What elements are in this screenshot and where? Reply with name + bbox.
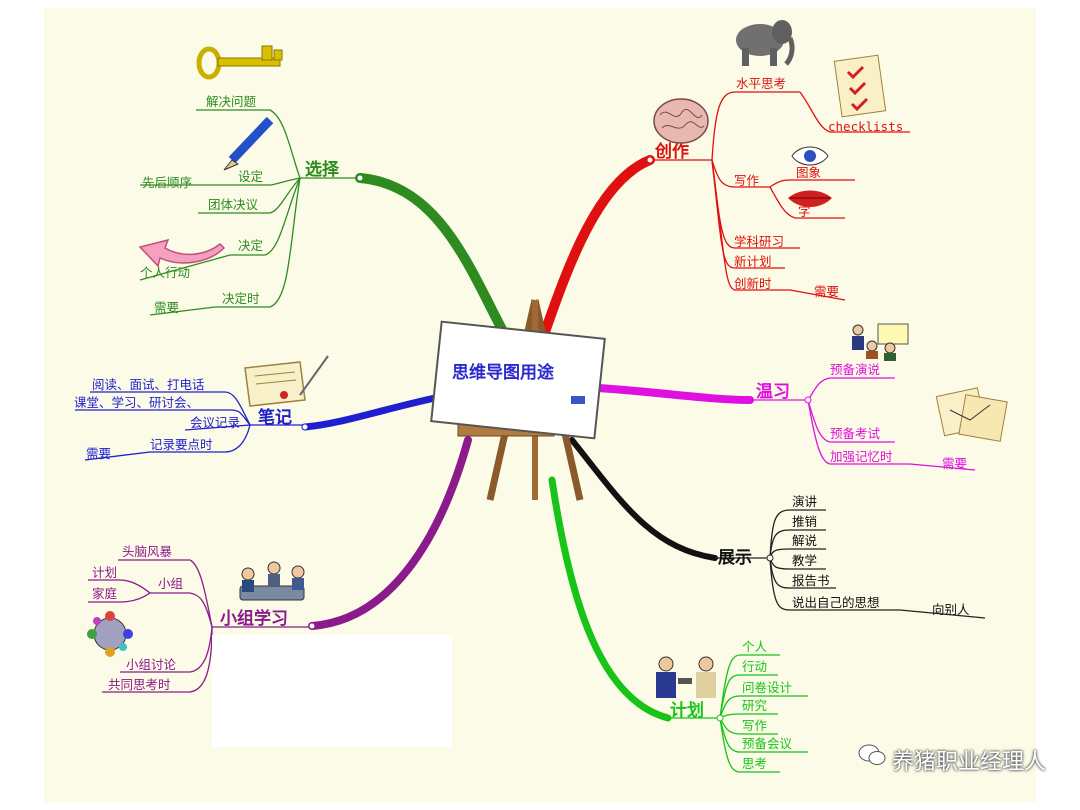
branch-label-biji: 笔记 [258, 407, 292, 428]
map-papers-icon [935, 387, 1008, 442]
presentation-audience-icon [852, 323, 909, 361]
elephant-icon [736, 20, 795, 66]
node-xuyao-chuangzuo: 需要 [814, 284, 839, 299]
node-tuixiao: 推销 [792, 514, 817, 529]
node-checklists: checklists [828, 119, 903, 134]
node-ketang: 课堂、学习、研讨会、 [74, 395, 199, 410]
watermark-text: 养猪职业经理人 [891, 750, 1046, 775]
node-zi: 字 [798, 204, 811, 219]
node-xinjihua: 新计划 [734, 254, 772, 269]
branch-curve-biji [301, 394, 439, 431]
node-jiaoxue: 教学 [792, 553, 817, 568]
node-jueding: 决定 [238, 238, 263, 253]
watermark: 养猪职业经理人 [858, 744, 1046, 776]
node-yubeihuiyi: 预备会议 [742, 736, 793, 751]
node-xiangbieren: 向别人 [932, 602, 970, 617]
node-xiaozutaolun: 小组讨论 [126, 657, 177, 672]
node-baogaoshu: 报告书 [792, 573, 830, 588]
node-xuyao-biji: 需要 [86, 446, 111, 461]
node-xiezuo-jihua: 写作 [742, 718, 768, 733]
node-chuangxinshi: 创新时 [734, 276, 772, 291]
round-table-icon [87, 611, 133, 657]
branch-curve-chuangzuo [540, 155, 655, 337]
scroll-quill-icon [244, 355, 329, 407]
branch-label-xiaozu: 小组学习 [220, 608, 288, 629]
mindmap-canvas: 思维导图用途 选择 解决问题 设定 先后顺序 团体决议 决定 个人行动 决定时 … [44, 8, 1036, 802]
node-xuyao-wenxi: 需要 [942, 456, 967, 471]
meeting-group-icon [239, 561, 305, 601]
node-tuantijueyi: 团体决议 [208, 197, 259, 212]
node-xiaozu: 小组 [158, 576, 183, 591]
node-shuochuziji: 说出自己的思想 [792, 595, 880, 610]
easel-badge-icon [571, 396, 585, 404]
wechat-icon [858, 744, 886, 774]
node-jiating: 家庭 [92, 586, 118, 601]
center-title: 思维导图用途 [452, 362, 555, 383]
branch-curve-wenxi [594, 384, 754, 404]
node-yuedu: 阅读、面试、打电话 [92, 377, 205, 392]
branch-curve-jihua [548, 476, 672, 722]
node-xianhoushunxu: 先后顺序 [142, 175, 192, 190]
checklist-icon [833, 54, 887, 118]
node-sikao: 思考 [742, 756, 767, 771]
node-xuekeyanxi: 学科研习 [734, 234, 784, 249]
node-gongtongsikaoshi: 共同思考时 [108, 677, 171, 692]
two-people-talking-icon [656, 656, 716, 698]
curved-arrow-icon [138, 238, 226, 268]
node-shuipingsikao: 水平思考 [736, 76, 786, 91]
node-jiluyaodianshi: 记录要点时 [150, 437, 213, 452]
node-gerenxingdong: 个人行动 [140, 265, 190, 280]
mindmap-diagram: 思维导图用途 选择 解决问题 设定 先后顺序 团体决议 决定 个人行动 决定时 … [74, 20, 1008, 773]
node-yanjiang: 演讲 [792, 494, 817, 509]
brain-icon [653, 98, 709, 144]
node-yanjiu: 研究 [742, 698, 768, 713]
node-huiyijilu: 会议记录 [190, 415, 240, 430]
node-xingdong: 行动 [742, 659, 767, 674]
branch-curve-zhanshi [569, 437, 718, 561]
eye-icon [791, 146, 829, 166]
node-jiejuewenti: 解决问题 [206, 94, 257, 109]
pencil-icon [223, 116, 274, 171]
node-geren: 个人 [742, 639, 768, 654]
branch-label-wenxi: 温习 [756, 382, 790, 402]
node-jihua-xiaozu: 计划 [92, 565, 117, 580]
node-jiaqiangjiyishi: 加强记忆时 [830, 449, 893, 464]
branch-curve-xuanze [355, 173, 510, 340]
lips-icon [788, 190, 832, 207]
branch-label-chuangzuo: 创作 [654, 141, 689, 162]
node-juedingshi: 决定时 [222, 291, 260, 306]
node-tounaofengbao: 头脑风暴 [122, 544, 173, 559]
node-wenjuansheji: 问卷设计 [742, 680, 792, 695]
blank-patch [212, 635, 452, 747]
node-yubeiyanshuo: 预备演说 [830, 362, 880, 377]
branch-curve-xiaozu [308, 436, 472, 630]
node-tuxiang: 图象 [796, 165, 821, 180]
branch-label-zhanshi: 展示 [718, 548, 752, 568]
node-yubeikaoshi: 预备考试 [830, 426, 881, 441]
key-icon [196, 45, 283, 80]
node-xuyao-xuanze: 需要 [154, 300, 179, 315]
node-xiezuo-chuangzuo: 写作 [734, 173, 760, 188]
node-jieshuo: 解说 [792, 533, 817, 548]
branch-label-jihua: 计划 [670, 700, 704, 721]
branch-label-xuanze: 选择 [305, 159, 340, 180]
node-sheding: 设定 [238, 169, 263, 184]
easel-illustration [430, 299, 606, 501]
